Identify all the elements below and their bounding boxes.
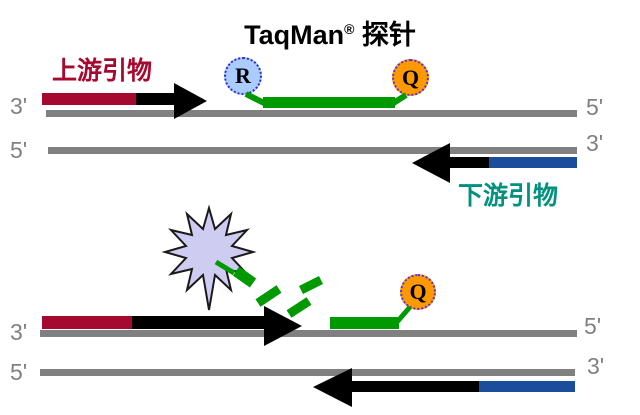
cleavage-dash-3 <box>298 275 324 295</box>
bottom-reverse-arrow-shaft <box>350 381 479 392</box>
cleavage-dash-1 <box>255 285 282 307</box>
bottom-strand1-right-5prime-label: 5' <box>584 313 602 339</box>
top-template-strand-2 <box>48 147 577 154</box>
registered-trademark-symbol: ® <box>344 21 355 37</box>
bottom-forward-arrowhead <box>264 306 302 346</box>
diagram-title: TaqMan® 探针 <box>20 13 640 52</box>
bottom-quencher-dye: Q <box>400 274 436 310</box>
bottom-probe-remnant-bar <box>330 317 399 329</box>
upstream-primer-label: 上游引物 <box>52 57 153 85</box>
top-quencher-dye: Q <box>392 59 429 96</box>
cleavage-dash-2 <box>286 297 312 318</box>
reporter-letter: R <box>199 238 219 265</box>
bottom-upstream-primer-bar <box>42 316 134 329</box>
bottom-template-strand-2 <box>40 369 575 376</box>
quencher-letter: Q <box>409 279 427 304</box>
top-downstream-primer-bar <box>487 157 577 168</box>
top-strand2-right-3prime-label: 3' <box>586 130 604 156</box>
top-strand1-left-3prime-label: 3' <box>10 93 28 119</box>
top-probe-bar <box>263 97 395 108</box>
bottom-forward-arrow-shaft <box>132 316 265 329</box>
top-upstream-primer-bar <box>42 93 136 105</box>
released-probe-fragment <box>232 266 257 288</box>
top-template-strand-1 <box>46 110 577 117</box>
title-brand: TaqMan <box>244 20 345 50</box>
downstream-primer-label: 下游引物 <box>458 182 559 210</box>
top-strand1-right-5prime-label: 5' <box>586 94 604 120</box>
title-suffix: 探针 <box>354 20 416 50</box>
reporter-letter: R <box>235 63 251 88</box>
released-reporter-dye: R <box>191 234 227 270</box>
bottom-strand1-left-3prime-label: 3' <box>10 319 28 345</box>
bottom-strand2-left-5prime-label: 5' <box>10 359 28 385</box>
top-reverse-arrow-shaft <box>448 157 489 168</box>
top-reporter-dye: R <box>224 57 262 95</box>
bottom-strand2-right-3prime-label: 3' <box>587 353 605 379</box>
top-strand2-left-5prime-label: 5' <box>10 137 28 163</box>
bottom-downstream-primer-bar <box>478 381 575 392</box>
bottom-template-strand-1 <box>40 330 577 337</box>
quencher-letter: Q <box>401 64 420 90</box>
top-forward-arrow-shaft <box>136 93 176 105</box>
